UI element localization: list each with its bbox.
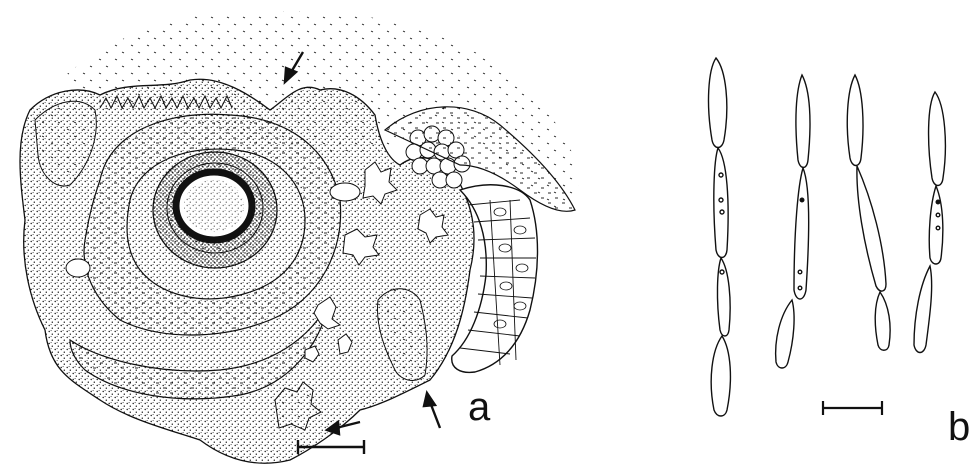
spore-chain-4	[914, 92, 945, 353]
oval-cavity	[330, 183, 360, 201]
spore-chain-1	[709, 58, 731, 416]
spore-chain-2	[776, 75, 810, 368]
spore-chain-3	[847, 75, 890, 350]
left-small-cavity	[66, 259, 90, 277]
panel-b-drawing	[709, 58, 946, 416]
panel-a-drawing	[20, 11, 579, 463]
perithecium-cavity	[184, 180, 244, 232]
arrow-bottom-right-icon	[424, 393, 440, 428]
panel-label-b: b	[948, 405, 970, 449]
panel-label-a: a	[468, 385, 491, 429]
scale-bar-b	[823, 401, 882, 415]
